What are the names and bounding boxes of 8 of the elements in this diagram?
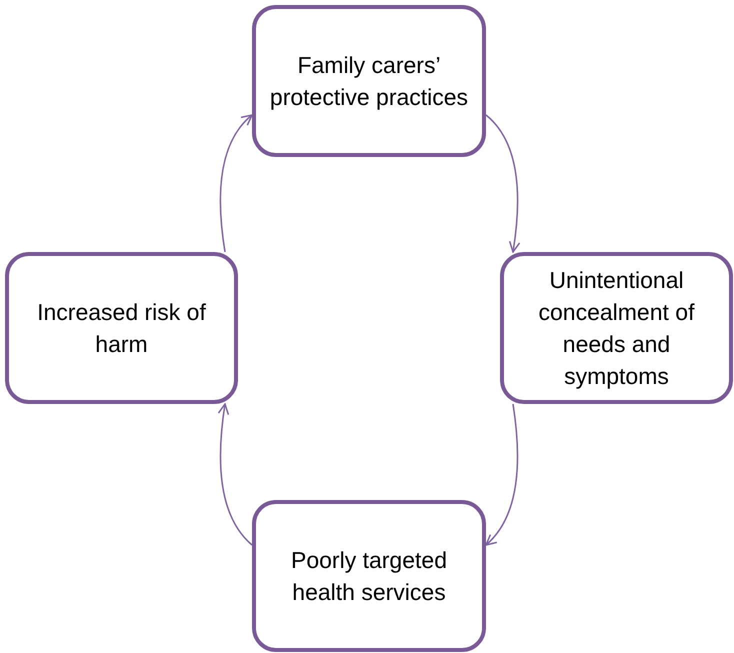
- process-box: Increased risk of harm: [5, 252, 238, 404]
- curved-arrow: [486, 114, 520, 253]
- curved-arrow: [218, 403, 253, 546]
- process-box: Family carers’ protective practices: [252, 5, 486, 157]
- process-box: Poorly targeted health services: [252, 500, 486, 652]
- curved-arrow: [220, 114, 253, 252]
- process-box: Unintentional concealment of needs and symptoms: [500, 252, 733, 404]
- curved-arrow: [485, 404, 518, 546]
